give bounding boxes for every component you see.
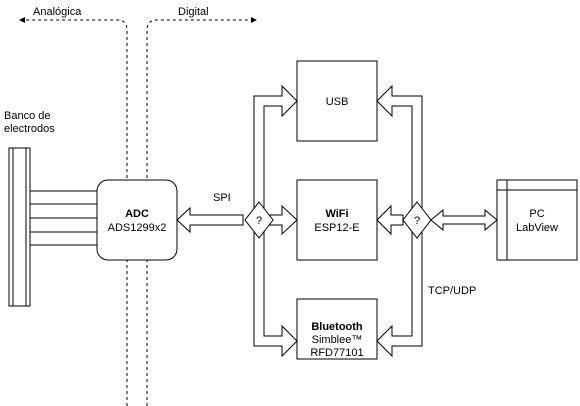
network-decision-symbol: ?	[414, 215, 420, 227]
analog-arrowhead-icon	[19, 17, 25, 23]
wifi-block	[296, 179, 378, 261]
electrode-bank-label: Banco de	[4, 110, 50, 122]
electrode-bank	[8, 147, 31, 307]
network-decision-node	[402, 201, 432, 239]
bluetooth-block	[296, 298, 378, 360]
spi-decision-node	[244, 201, 274, 239]
analog-region-label: Analógica	[33, 6, 82, 18]
spi-link-arrow	[176, 206, 244, 234]
analog-boundary-line	[25, 19, 128, 406]
bluetooth-line2: Simblee™	[312, 334, 363, 346]
usb-block	[296, 60, 378, 142]
spi-label: SPI	[213, 192, 231, 204]
tcp-udp-label: TCP/UDP	[428, 285, 476, 297]
digital-arrowhead-icon	[251, 17, 257, 23]
adc-block	[96, 179, 178, 261]
left-bus-connectors	[253, 84, 298, 358]
bluetooth-line3: RFD77101	[310, 347, 363, 359]
pc-title: PC	[529, 208, 544, 220]
pc-subtitle: LabView	[516, 222, 558, 234]
domain-boundary	[25, 19, 251, 406]
bluetooth-title: Bluetooth	[311, 321, 363, 333]
wifi-subtitle: ESP12-E	[314, 222, 359, 234]
electrode-wires	[30, 190, 97, 246]
electrode-bank-label-2: electrodos	[4, 123, 55, 135]
pc-link-arrow	[430, 208, 498, 232]
adc-subtitle: ADS1299x2	[108, 222, 167, 234]
usb-title: USB	[326, 96, 349, 108]
spi-decision-symbol: ?	[256, 215, 262, 227]
pc-window	[496, 179, 578, 261]
right-bus-connectors	[376, 84, 423, 358]
digital-region-label: Digital	[178, 6, 209, 18]
adc-title: ADC	[125, 208, 149, 220]
digital-boundary-line	[146, 19, 251, 406]
wifi-title: WiFi	[325, 208, 348, 220]
